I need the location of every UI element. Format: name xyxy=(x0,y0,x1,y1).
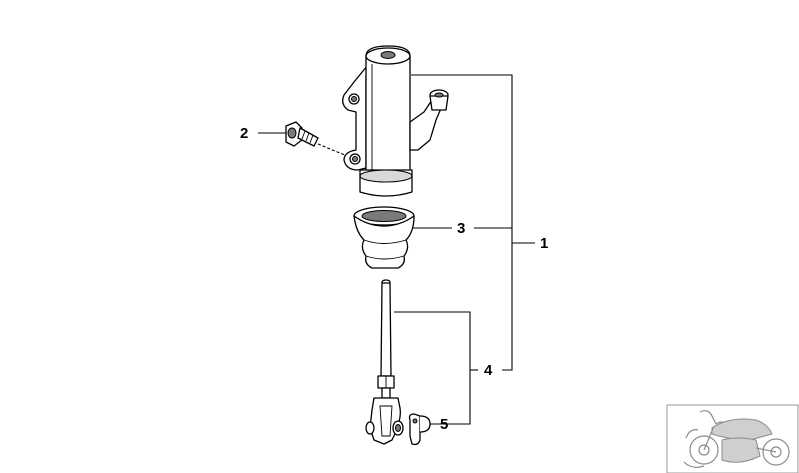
callout-3: 3 xyxy=(457,220,465,237)
flange-hole-top-inner xyxy=(351,96,357,102)
bolt-thread-2 xyxy=(305,132,310,142)
rod-thread xyxy=(381,387,391,399)
reservoir-port xyxy=(380,51,396,59)
bolt-thread-3 xyxy=(309,134,314,144)
thumbnail-detail xyxy=(683,429,705,468)
master-cylinder-body xyxy=(342,45,449,197)
reservoir-neck xyxy=(365,45,411,181)
thumbnail-rear-wheel xyxy=(762,438,790,466)
bolt-thread-1 xyxy=(301,130,306,140)
callout-1: 1 xyxy=(540,235,548,252)
thumbnail-swingarm xyxy=(755,447,777,453)
rubber-boot xyxy=(353,206,415,269)
leader-1-top xyxy=(411,74,513,371)
callout-5: 5 xyxy=(440,416,448,433)
thumbnail-rear-hub xyxy=(770,446,782,458)
thumbnail-tank xyxy=(711,418,773,441)
flange-hole-bottom-inner xyxy=(352,156,358,162)
clevis-slot xyxy=(379,405,393,437)
nipple-barb xyxy=(429,95,449,111)
thumbnail-fork xyxy=(703,425,715,451)
boot-fold-2 xyxy=(365,255,405,260)
retaining-clip xyxy=(408,413,431,446)
thumbnail-engine xyxy=(721,437,761,463)
leader-4 xyxy=(394,311,471,425)
nipple-hole xyxy=(434,92,444,98)
boot-fold-1 xyxy=(363,239,407,244)
thumbnail-front-hub xyxy=(698,444,710,456)
rod-shaft xyxy=(380,282,392,377)
clip-arm xyxy=(419,415,431,433)
collar-band xyxy=(359,169,413,183)
motorcycle-location-icon xyxy=(666,404,799,473)
bolt-shank xyxy=(297,127,319,147)
clip-eye xyxy=(412,418,418,424)
boot-opening xyxy=(361,210,407,222)
clevis-pin-hole-inner xyxy=(395,424,401,432)
mounting-flange xyxy=(342,59,373,171)
callout-2: 2 xyxy=(240,125,248,142)
clevis-pin-hole-left xyxy=(365,421,375,435)
callout-4: 4 xyxy=(484,362,493,379)
callout-labels: 1 2 3 4 5 xyxy=(240,125,548,433)
bolt xyxy=(285,121,319,147)
thumbnail-front-wheel xyxy=(689,435,719,465)
push-rod xyxy=(365,279,404,445)
bolt-head-socket xyxy=(287,127,297,139)
